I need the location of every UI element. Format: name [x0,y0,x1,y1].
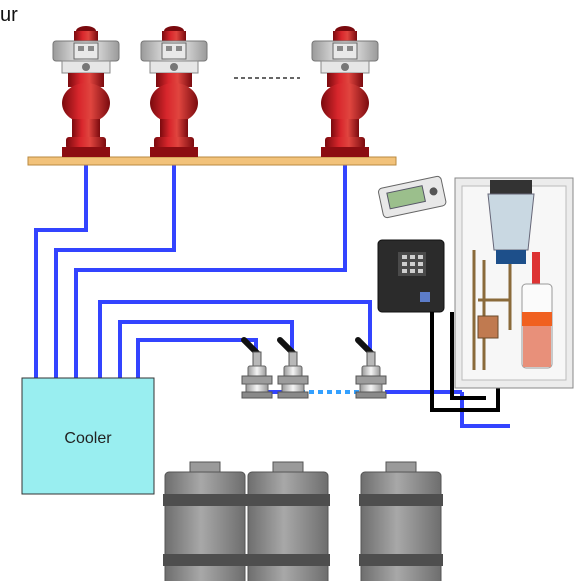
handheld-meter-icon [378,175,447,219]
tap-shelf [27,156,397,166]
line-cabinet-out [460,392,510,428]
supply-lines [34,163,510,428]
keg-icon [162,461,248,581]
line-valve-1 [136,338,258,380]
keg-icon [358,461,444,581]
beer-tap-icon [311,25,379,158]
line-valve-2 [118,320,294,380]
beer-tap-icon [52,25,120,158]
control-box-icon [377,239,445,313]
cooler-label: Cooler [64,430,112,447]
keg-icon [245,461,331,581]
line-valve-3 [98,300,372,380]
cooler-box: Cooler [21,377,155,495]
beer-tap-icon [140,25,208,158]
line-tap-1 [34,163,88,380]
line-tap-2 [54,163,176,380]
corner-text: ur [0,4,18,26]
line-tap-3 [74,163,347,380]
cleaning-unit-icon [454,177,574,389]
